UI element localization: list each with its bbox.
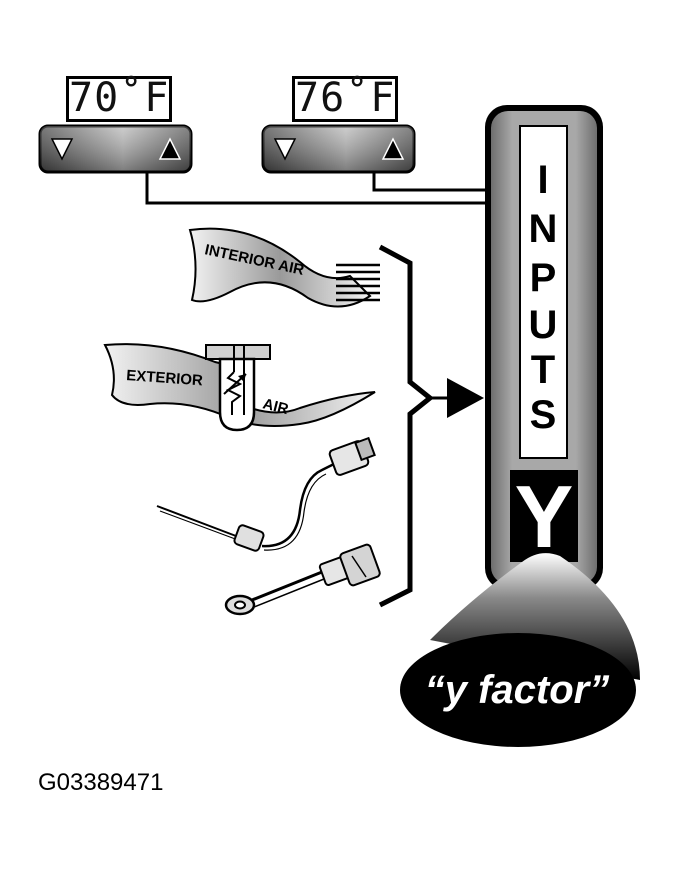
y-factor-label: “y factor” xyxy=(424,668,610,712)
sensor-mount-plate xyxy=(205,344,271,360)
thermostat-wire-left xyxy=(145,170,486,205)
arrow-right-icon xyxy=(447,378,484,418)
sensor-bracket xyxy=(378,244,435,608)
inputs-letter: N xyxy=(528,207,558,251)
thermostat-control-right[interactable] xyxy=(261,124,416,174)
y-badge: Y xyxy=(514,467,574,566)
thermostat-wire-right xyxy=(372,170,486,192)
temperature-down-icon[interactable] xyxy=(50,138,74,161)
y-factor-bubble xyxy=(400,633,636,747)
exterior-air-sensor: EXTERIOR AIR xyxy=(103,343,376,432)
probe-sensor xyxy=(156,436,376,552)
inputs-letter: T xyxy=(530,348,556,392)
temperature-display: 76˚F xyxy=(292,76,398,122)
vent-grille-icon xyxy=(336,263,380,302)
interior-air-sensor: INTERIOR AIR xyxy=(188,227,380,308)
sensor-connector-icon xyxy=(318,543,381,587)
ring-terminal-sensor xyxy=(224,543,381,616)
inputs-letter: I xyxy=(537,158,549,202)
temperature-up-icon[interactable] xyxy=(381,137,405,160)
inputs-letter: P xyxy=(529,256,557,300)
figure-code: G03389471 xyxy=(38,769,164,796)
temperature-display: 70˚F xyxy=(66,76,172,122)
exterior-air-label-right: AIR xyxy=(261,395,290,418)
exterior-air-label-left: EXTERIOR xyxy=(126,367,204,389)
temperature-down-icon[interactable] xyxy=(273,138,297,161)
inputs-letter: U xyxy=(528,303,558,347)
inputs-panel xyxy=(485,105,603,590)
inputs-letter: S xyxy=(529,393,557,437)
temperature-up-icon[interactable] xyxy=(158,137,182,160)
electrical-connector-icon xyxy=(328,436,376,476)
thermostat-control-left[interactable] xyxy=(38,124,193,174)
